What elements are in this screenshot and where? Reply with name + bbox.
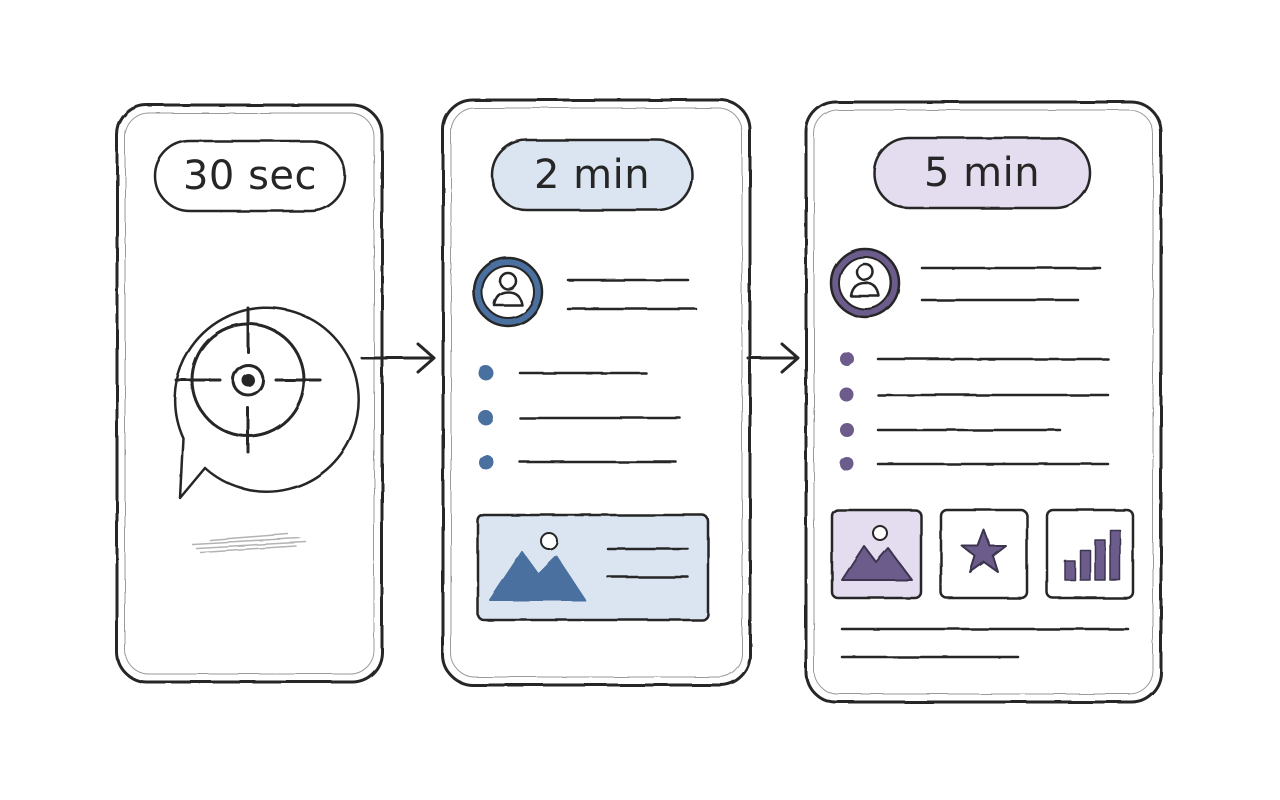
bullet-list xyxy=(840,352,1110,471)
panel-frame xyxy=(441,98,752,687)
time-label: 2 min xyxy=(533,152,651,198)
bullet-icon xyxy=(478,454,494,470)
panel-5-min xyxy=(804,100,1163,704)
avatar-icon xyxy=(472,256,544,328)
bullet-icon xyxy=(840,388,854,402)
bullet-icon xyxy=(840,457,854,471)
panel-frame xyxy=(115,103,384,684)
arrow-right-icon xyxy=(360,342,436,374)
arrow-right-icon xyxy=(746,342,800,374)
time-label: 5 min xyxy=(923,150,1041,196)
panel-30-sec xyxy=(115,103,384,684)
bullet-icon xyxy=(840,352,854,366)
bullet-icon xyxy=(840,423,854,437)
crosshair-icon xyxy=(174,306,322,454)
avatar-icon xyxy=(829,247,901,319)
scribble-mark xyxy=(191,533,307,553)
time-pill xyxy=(872,136,1092,210)
panel-2-min xyxy=(441,98,752,687)
panel-frame xyxy=(804,100,1163,704)
time-pill xyxy=(153,139,347,213)
speech-bubble-icon xyxy=(173,306,360,500)
time-pill xyxy=(490,138,694,212)
media-card xyxy=(476,513,710,622)
star-tile xyxy=(939,508,1029,600)
time-label: 30 sec xyxy=(182,153,318,199)
chart-tile xyxy=(1045,508,1135,600)
mountain-image-icon xyxy=(489,532,586,601)
image-tile xyxy=(830,508,923,600)
bullet-list xyxy=(478,365,682,470)
bar-chart-icon xyxy=(1064,529,1121,581)
star-icon xyxy=(961,529,1007,573)
mountain-image-icon xyxy=(841,525,913,581)
bullet-icon xyxy=(478,410,494,426)
bullet-icon xyxy=(478,365,494,381)
